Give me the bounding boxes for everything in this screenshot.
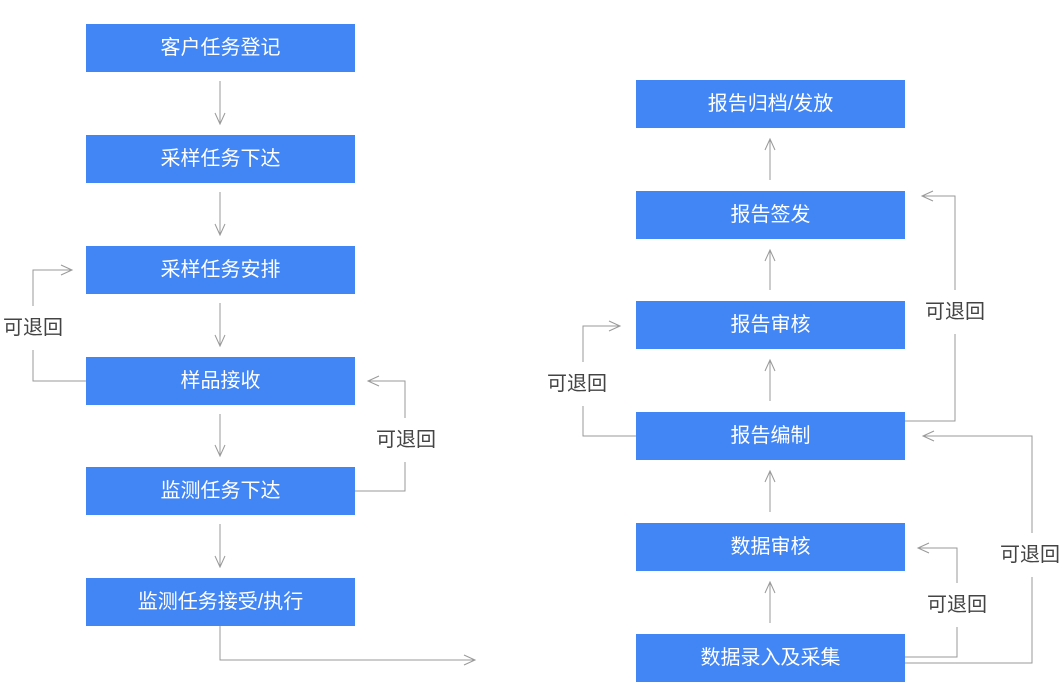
node-report-signoff: 报告签发 xyxy=(636,191,905,239)
return-label-report-compilation-loop: 可退回 xyxy=(998,533,1060,577)
node-monitoring-task-execution: 监测任务接受/执行 xyxy=(86,578,355,626)
return-label-monitoring-issue-loop: 可退回 xyxy=(374,418,438,462)
node-report-archive-release: 报告归档/发放 xyxy=(636,80,905,128)
node-data-entry-collection: 数据录入及采集 xyxy=(636,634,905,682)
node-sampling-task-arrangement: 采样任务安排 xyxy=(86,246,355,294)
arrow-monitoring-execution-to-data-entry xyxy=(219,626,477,666)
return-label-sample-reception-loop: 可退回 xyxy=(1,306,65,350)
return-label-report-signoff-loop: 可退回 xyxy=(923,290,987,334)
node-data-review: 数据审核 xyxy=(636,523,905,571)
node-report-review: 报告审核 xyxy=(636,301,905,349)
return-label-data-review-loop: 可退回 xyxy=(925,583,989,627)
node-customer-task-registration: 客户任务登记 xyxy=(86,24,355,72)
node-sampling-task-issue: 采样任务下达 xyxy=(86,135,355,183)
node-sample-reception: 样品接收 xyxy=(86,357,355,405)
node-report-compilation: 报告编制 xyxy=(636,412,905,460)
return-label-report-review-loop: 可退回 xyxy=(545,362,609,406)
node-monitoring-task-issue: 监测任务下达 xyxy=(86,467,355,515)
